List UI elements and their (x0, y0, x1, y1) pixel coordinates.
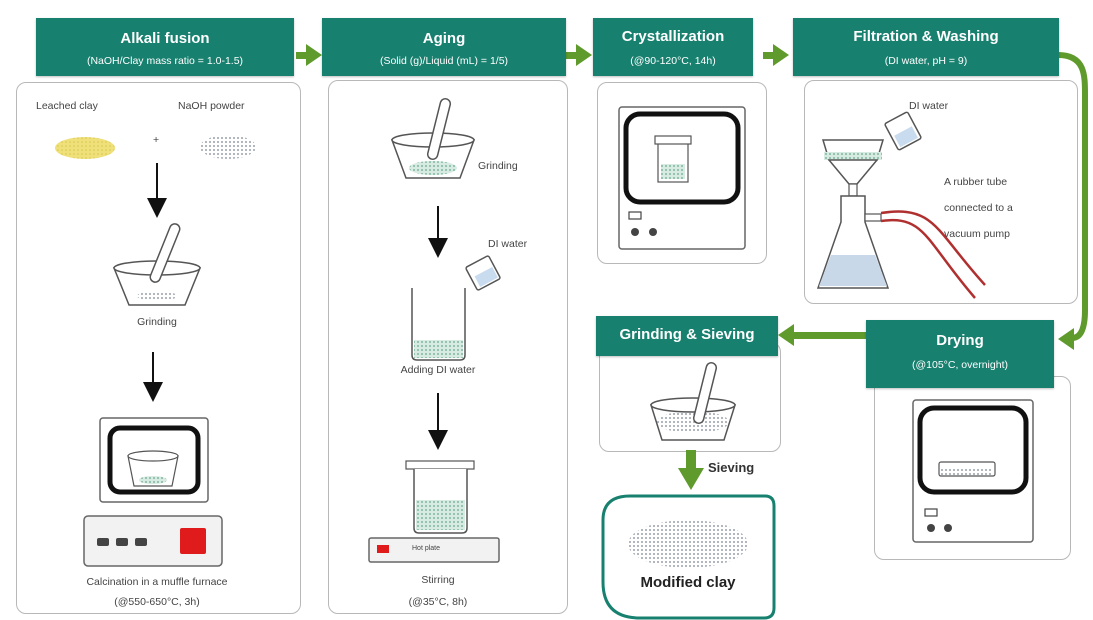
step-title: Grinding & Sieving (619, 326, 755, 343)
grinding-label-2: Grinding (478, 160, 518, 172)
header-crystallization: Crystallization (@90-120°C, 14h) (593, 18, 753, 76)
arrow-3-shaft (763, 52, 775, 59)
rubber-tube-label-3: vacuum pump (944, 228, 1010, 240)
arrow-1-head (306, 44, 322, 66)
calcination-label: Calcination in a muffle furnace (86, 576, 228, 588)
step-subtitle: (Solid (g)/Liquid (mL) = 1/5) (379, 55, 509, 67)
step-subtitle: (@90-120°C, 14h) (630, 55, 716, 67)
flow-arrows (296, 44, 1088, 490)
naoh-powder-pile (200, 135, 256, 159)
plus-sign: + (153, 134, 160, 146)
step-title: Crystallization (621, 28, 725, 45)
arrow-5-shaft (790, 332, 868, 339)
hot-plate (368, 537, 500, 563)
arrow-4-curve (1057, 52, 1088, 341)
arrow-6-shaft (686, 450, 696, 470)
leached-clay-pile (55, 137, 115, 159)
alkali-fusion-art (55, 135, 256, 567)
header-grinding-sieving: Grinding & Sieving (596, 316, 778, 356)
naoh-powder-label: NaOH powder (178, 100, 245, 112)
filtration-art (816, 111, 986, 299)
arrow-3-head (773, 44, 789, 66)
arrow-1-shaft (296, 52, 308, 59)
arrow-2-shaft (566, 52, 578, 59)
rubber-tube-label-1: A rubber tube (944, 176, 1008, 188)
step-title: Alkali fusion (120, 30, 210, 47)
grinding-sieving-art (649, 362, 737, 441)
hot-plate-label: Hot plate (412, 545, 441, 552)
modified-clay-label: Modified clay (640, 574, 736, 591)
header-filtration-washing: Filtration & Washing (DI water, pH = 9) (793, 18, 1059, 76)
pestle-2 (426, 98, 452, 160)
arrow-2-head (576, 44, 592, 66)
step-subtitle: (NaOH/Clay mass ratio = 1.0-1.5) (86, 55, 244, 67)
di-water-label-1: DI water (488, 238, 528, 250)
stirring-label: Stirring (421, 574, 455, 586)
calcination-condition: (@550-650°C, 3h) (114, 596, 200, 608)
header-aging: Aging (Solid (g)/Liquid (mL) = 1/5) (322, 18, 566, 76)
modified-clay-pile (628, 520, 748, 568)
rubber-tube (880, 210, 986, 286)
pestle-3 (692, 362, 718, 424)
sieving-label: Sieving (708, 460, 755, 475)
arrow-6-head (678, 468, 704, 490)
leached-clay-label: Leached clay (36, 100, 98, 112)
modified-clay-container (601, 494, 776, 620)
step-subtitle: (@105°C, overnight) (912, 359, 1008, 371)
grinding-label-1: Grinding (137, 316, 177, 328)
pestle-1 (149, 223, 181, 283)
crystallization-art (618, 106, 746, 250)
header-drying: Drying (@105°C, overnight) (866, 320, 1054, 388)
step-title: Drying (936, 332, 984, 349)
arrow-4-head (1058, 328, 1074, 350)
header-alkali-fusion: Alkali fusion (NaOH/Clay mass ratio = 1.… (36, 18, 294, 76)
stirring-condition: (@35°C, 8h) (408, 596, 468, 608)
step-title: Filtration & Washing (853, 28, 999, 45)
aging-art (368, 98, 501, 563)
rubber-tube-label-2: connected to a (944, 202, 1013, 214)
drying-art (912, 399, 1034, 543)
step-title: Aging (422, 30, 466, 47)
power-switch (180, 528, 206, 554)
arrow-5-head (778, 324, 794, 346)
step-subtitle: (DI water, pH = 9) (884, 55, 968, 67)
di-water-label-2: DI water (909, 100, 949, 112)
adding-di-water-label: Adding DI water (400, 364, 476, 376)
